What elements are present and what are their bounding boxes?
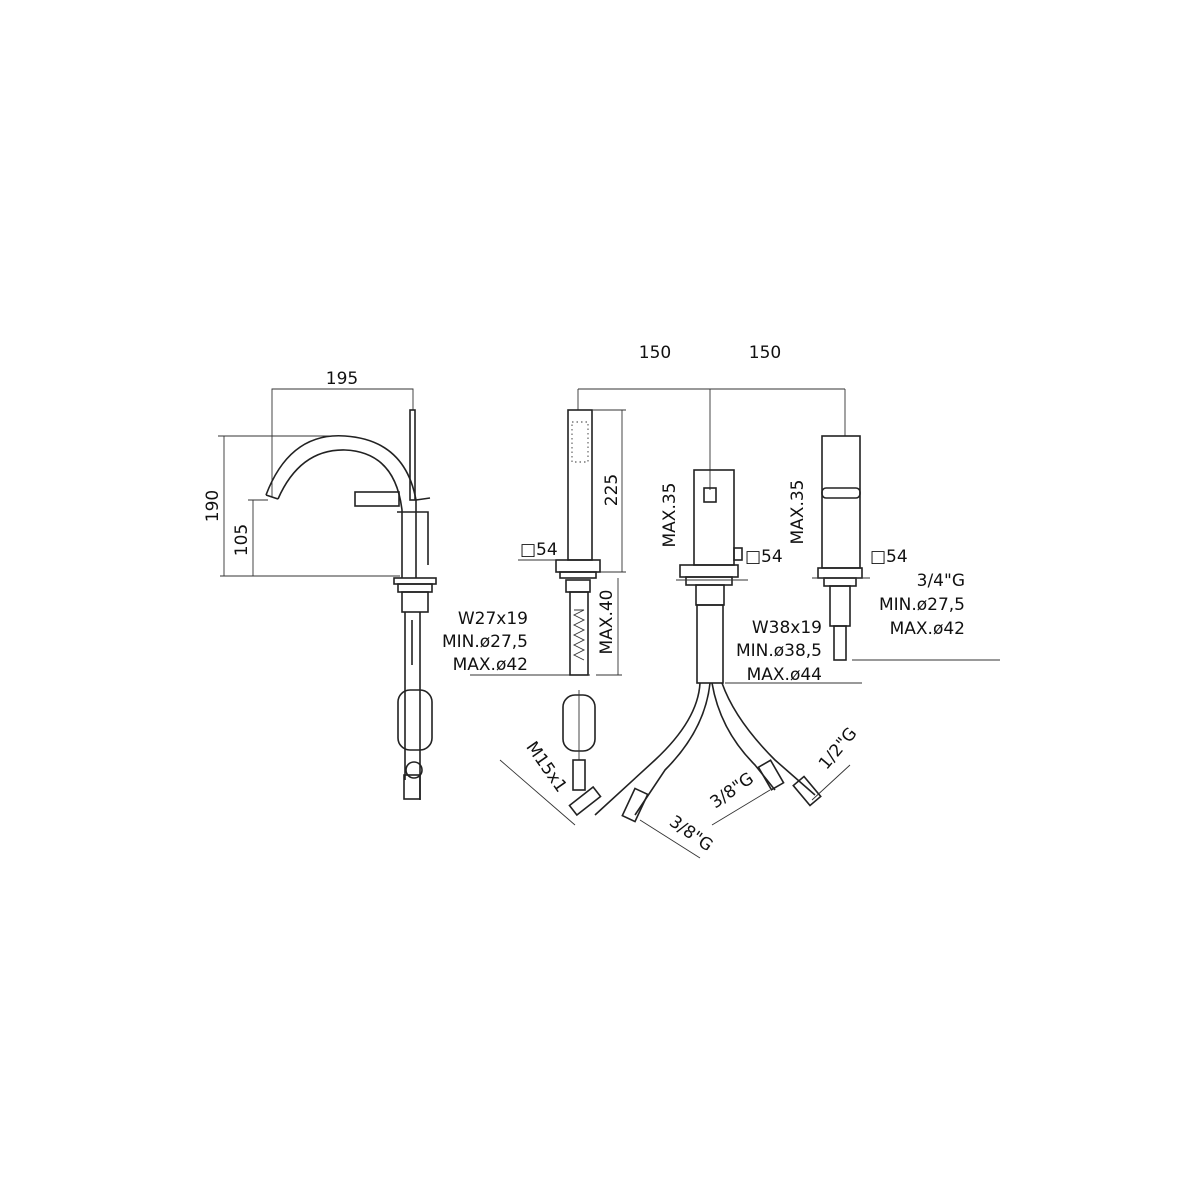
faucet-view: 195 190 105 W27x19 MIN.ø27,5 MAX.ø42 xyxy=(203,369,590,800)
diverter-view: MAX.35 □54 3/4"G MIN.ø27,5 MAX.ø42 xyxy=(788,435,1000,661)
diverter-spec-1: 3/4"G xyxy=(917,571,965,591)
handshower-square-dim: □54 xyxy=(520,540,558,560)
faucet-spec-1: W27x19 xyxy=(458,609,528,629)
faucet-height-dim: 190 xyxy=(203,490,223,522)
mixer-square-dim: □54 xyxy=(745,547,783,567)
faucet-spec-2: MIN.ø27,5 xyxy=(442,632,528,652)
faucet-width-dim: 195 xyxy=(326,369,358,389)
spout-height-dim: 105 xyxy=(232,524,252,556)
mixer-conn-a: 3/8"G xyxy=(665,812,716,856)
handshower-height-dim: 225 xyxy=(602,474,622,506)
diverter-spec-2: MIN.ø27,5 xyxy=(879,595,965,615)
mixer-spec-2: MIN.ø38,5 xyxy=(736,641,822,661)
mixer-spec-1: W38x19 xyxy=(752,618,822,638)
diverter-spec-3: MAX.ø42 xyxy=(890,619,965,639)
spacing-right: 150 xyxy=(749,343,781,363)
handshower-max-dim: MAX.40 xyxy=(597,590,617,655)
spacing-left: 150 xyxy=(639,343,671,363)
diverter-max-dim: MAX.35 xyxy=(788,480,808,545)
mixer-conn-b: 3/8"G xyxy=(707,769,758,813)
handshower-thread: M15x1 xyxy=(522,738,571,796)
diverter-square-dim: □54 xyxy=(870,547,908,567)
faucet-spec-3: MAX.ø42 xyxy=(453,655,528,675)
mixer-spec-3: MAX.ø44 xyxy=(747,665,822,685)
mixer-max-dim: MAX.35 xyxy=(660,483,680,548)
spacing-dims: 150 150 xyxy=(577,343,846,490)
mixer-conn-c: 1/2"G xyxy=(815,724,861,774)
handshower-view: 225 □54 MAX.40 M15x1 xyxy=(518,409,626,796)
